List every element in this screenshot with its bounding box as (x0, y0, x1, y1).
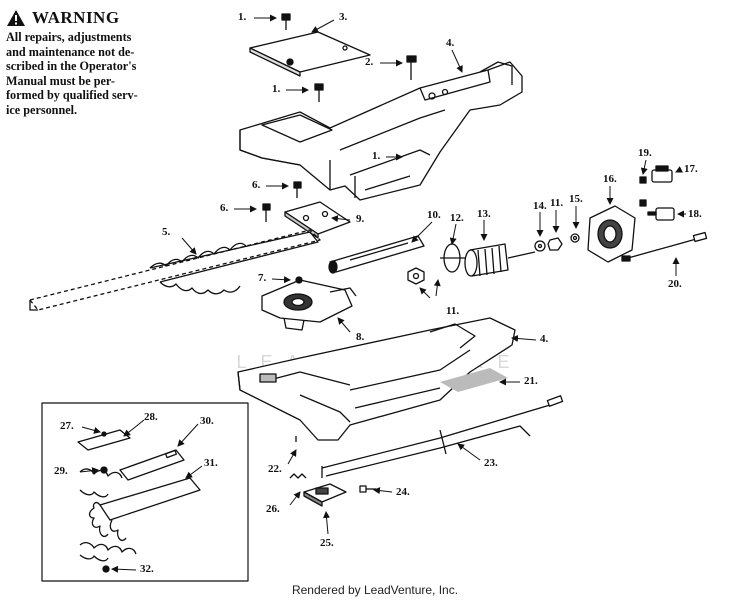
callout-2: 2. (365, 56, 374, 68)
brush-holder-part (651, 165, 673, 183)
callout-19: 19. (638, 147, 652, 159)
screw-part (406, 55, 417, 80)
brush-holder-part (647, 207, 675, 221)
warning-line: and maintenance not de- (6, 44, 135, 59)
warning-triangle-icon (7, 10, 25, 26)
callout-23: 23. (484, 457, 498, 469)
warning-line: Manual must be per- (6, 73, 115, 88)
armature-part (464, 243, 536, 277)
callout-7: 7. (258, 272, 267, 284)
decal-part (440, 368, 508, 392)
callout-15: 15. (569, 193, 583, 205)
fan-part (440, 243, 478, 273)
drive-shaft-part (328, 235, 425, 274)
callout-30: 30. (200, 415, 214, 427)
callout-4: 4. (446, 37, 455, 49)
callout-29: 29. (54, 465, 68, 477)
callout-18: 18. (688, 208, 702, 220)
motor-field-part (587, 205, 636, 263)
screw-part (295, 276, 303, 284)
brush-part (639, 176, 647, 207)
callout-22: 22. (268, 463, 282, 475)
washer-part (547, 237, 563, 251)
callout-26: 26. (266, 503, 280, 515)
callout-10: 10. (427, 209, 441, 221)
callout-32: 32. (140, 563, 154, 575)
warning-line: scribed in the Operator's (6, 59, 137, 73)
screw-part (293, 181, 302, 198)
spring-part (289, 473, 307, 479)
callout-8: 8. (356, 331, 365, 343)
callout-1: 1. (238, 11, 247, 23)
lead-wire-part (621, 231, 708, 262)
footer-credit: Rendered by LeadVenture, Inc. (291, 583, 459, 597)
callout-17: 17. (684, 163, 698, 175)
warning-line: formed by qualified serv- (6, 88, 138, 102)
gear-case-part (261, 279, 357, 331)
callout-11: 11. (550, 197, 564, 209)
callout-21: 21. (524, 375, 538, 387)
callout-14: 14. (533, 200, 547, 212)
warning-title: WARNING (32, 8, 120, 27)
callout-12: 12. (450, 212, 464, 224)
screw-part (262, 203, 271, 222)
callout-27: 27. (60, 420, 74, 432)
inset-box (41, 402, 249, 582)
warning-line: ice personnel. (6, 102, 78, 117)
callout-25: 25. (320, 537, 334, 549)
callout-6: 6. (252, 179, 261, 191)
callout-1: 1. (272, 83, 281, 95)
callout-3: 3. (339, 11, 348, 23)
warning-heading: WARNING (6, 8, 246, 28)
blade-assembly-part (29, 229, 321, 311)
lower-housing-part (237, 317, 516, 441)
callout-11: 11. (446, 305, 460, 317)
callout-6: 6. (220, 202, 229, 214)
screw-part (314, 83, 324, 102)
callout-9: 9. (356, 213, 365, 225)
warning-line: All repairs, adjustments (6, 30, 132, 44)
screw-part (281, 13, 291, 30)
cover-plate-part (249, 31, 371, 77)
callout-13: 13. (477, 208, 491, 220)
drive-plate-part (284, 201, 351, 239)
warning-notice: WARNING All repairs, adjustments and mai… (6, 8, 246, 117)
callout-31: 31. (204, 457, 218, 469)
callout-24: 24. (396, 486, 410, 498)
callout-1: 1. (372, 150, 381, 162)
washer-part (570, 233, 580, 243)
callout-20: 20. (668, 278, 682, 290)
washer-part (534, 240, 546, 252)
callout-5: 5. (162, 226, 171, 238)
upper-housing-part (239, 61, 523, 201)
switch-rod-part (321, 395, 564, 478)
screw-part (359, 485, 376, 493)
switch-part (303, 483, 347, 507)
callout-4: 4. (540, 333, 549, 345)
callout-28: 28. (144, 411, 158, 423)
callout-16: 16. (603, 173, 617, 185)
hex-nut-part (407, 267, 425, 285)
warning-body: All repairs, adjustments and maintenance… (6, 30, 244, 117)
